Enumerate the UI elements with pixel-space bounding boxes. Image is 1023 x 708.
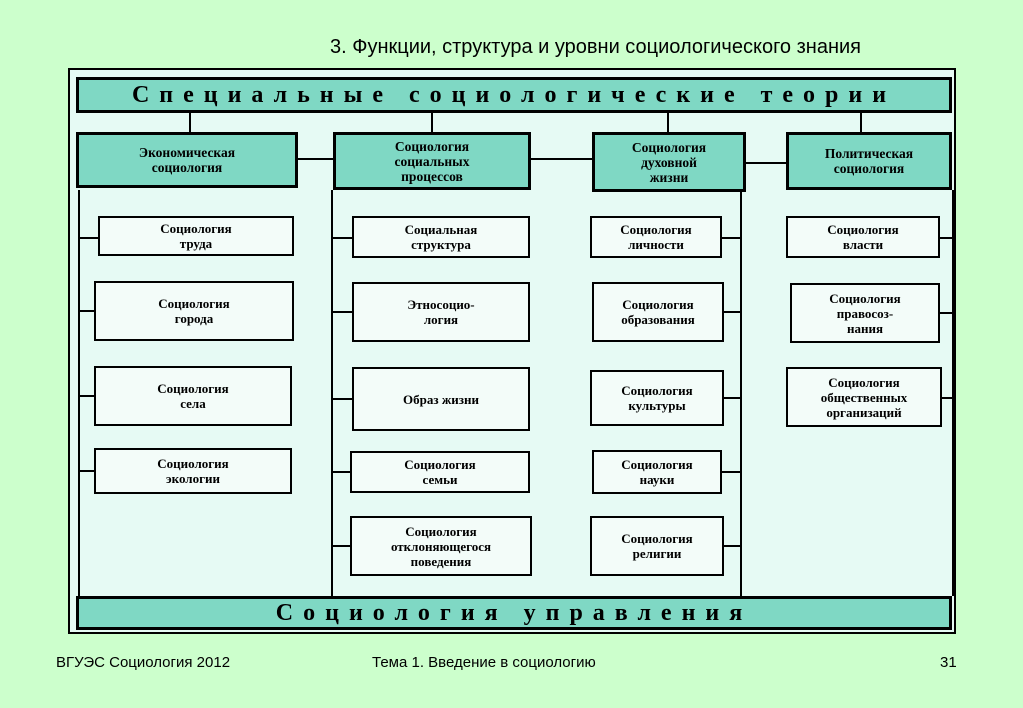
item-urban-sociology: Социология города — [94, 281, 294, 341]
column-2-trunk — [331, 190, 333, 596]
connector-line — [667, 113, 669, 132]
item-ethnosociology: Этносоцио- логия — [352, 282, 530, 342]
item-sociology-of-culture: Социология культуры — [590, 370, 724, 426]
item-sociology-of-deviant-behavior: Социология отклоняющегося поведения — [350, 516, 532, 576]
connector-line — [80, 310, 94, 312]
connector-line — [722, 471, 740, 473]
item-way-of-life: Образ жизни — [352, 367, 530, 431]
item-sociology-of-power: Социология власти — [786, 216, 940, 258]
header-sociology-of-spiritual-life: Социология духовной жизни — [592, 132, 746, 192]
connector-line — [724, 545, 740, 547]
theories-diagram: Специальные социологические теории Эконо… — [68, 68, 956, 634]
item-sociology-of-religion: Социология религии — [590, 516, 724, 576]
item-sociology-of-legal-consciousness: Социология правосоз- нания — [790, 283, 940, 343]
item-sociology-of-science: Социология науки — [592, 450, 722, 494]
connector-line — [724, 311, 740, 313]
connector-line — [724, 397, 740, 399]
connector-line — [333, 471, 350, 473]
header-sociology-of-social-processes: Социология социальных процессов — [333, 132, 531, 190]
header-economic-sociology: Экономическая социология — [76, 132, 298, 188]
top-band-special-theories: Специальные социологические теории — [76, 77, 952, 113]
bottom-band-sociology-of-management: Социология управления — [76, 596, 952, 630]
connector-line — [860, 113, 862, 132]
connector-line — [80, 470, 94, 472]
connector-line — [333, 545, 350, 547]
connector-line — [333, 398, 352, 400]
column-1-trunk — [78, 190, 80, 596]
item-sociology-of-education: Социология образования — [592, 282, 724, 342]
connector-line — [431, 113, 433, 132]
connector-line — [80, 395, 94, 397]
connector-line — [333, 311, 352, 313]
header-political-sociology: Политическая социология — [786, 132, 952, 190]
item-social-structure: Социальная структура — [352, 216, 530, 258]
slide-title: 3. Функции, структура и уровни социологи… — [330, 36, 861, 58]
connector-line — [530, 158, 592, 160]
connector-line — [746, 162, 786, 164]
connector-line — [333, 237, 352, 239]
item-sociology-of-family: Социология семьи — [350, 451, 530, 493]
item-sociology-of-labor: Социология труда — [98, 216, 294, 256]
connector-line — [942, 397, 952, 399]
column-3-trunk — [740, 190, 742, 596]
connector-line — [940, 312, 952, 314]
item-rural-sociology: Социология села — [94, 366, 292, 426]
item-sociology-of-ecology: Социология экологии — [94, 448, 292, 494]
item-sociology-of-public-organizations: Социология общественных организаций — [786, 367, 942, 427]
item-sociology-of-personality: Социология личности — [590, 216, 722, 258]
column-4-trunk — [952, 190, 954, 596]
connector-line — [189, 113, 191, 132]
page-number: 31 — [940, 654, 957, 671]
connector-line — [940, 237, 952, 239]
footer-left: ВГУЭС Социология 2012 — [56, 654, 231, 671]
connector-line — [297, 158, 333, 160]
connector-line — [722, 237, 740, 239]
connector-line — [80, 237, 98, 239]
footer-center: Тема 1. Введение в социологию — [372, 654, 596, 671]
